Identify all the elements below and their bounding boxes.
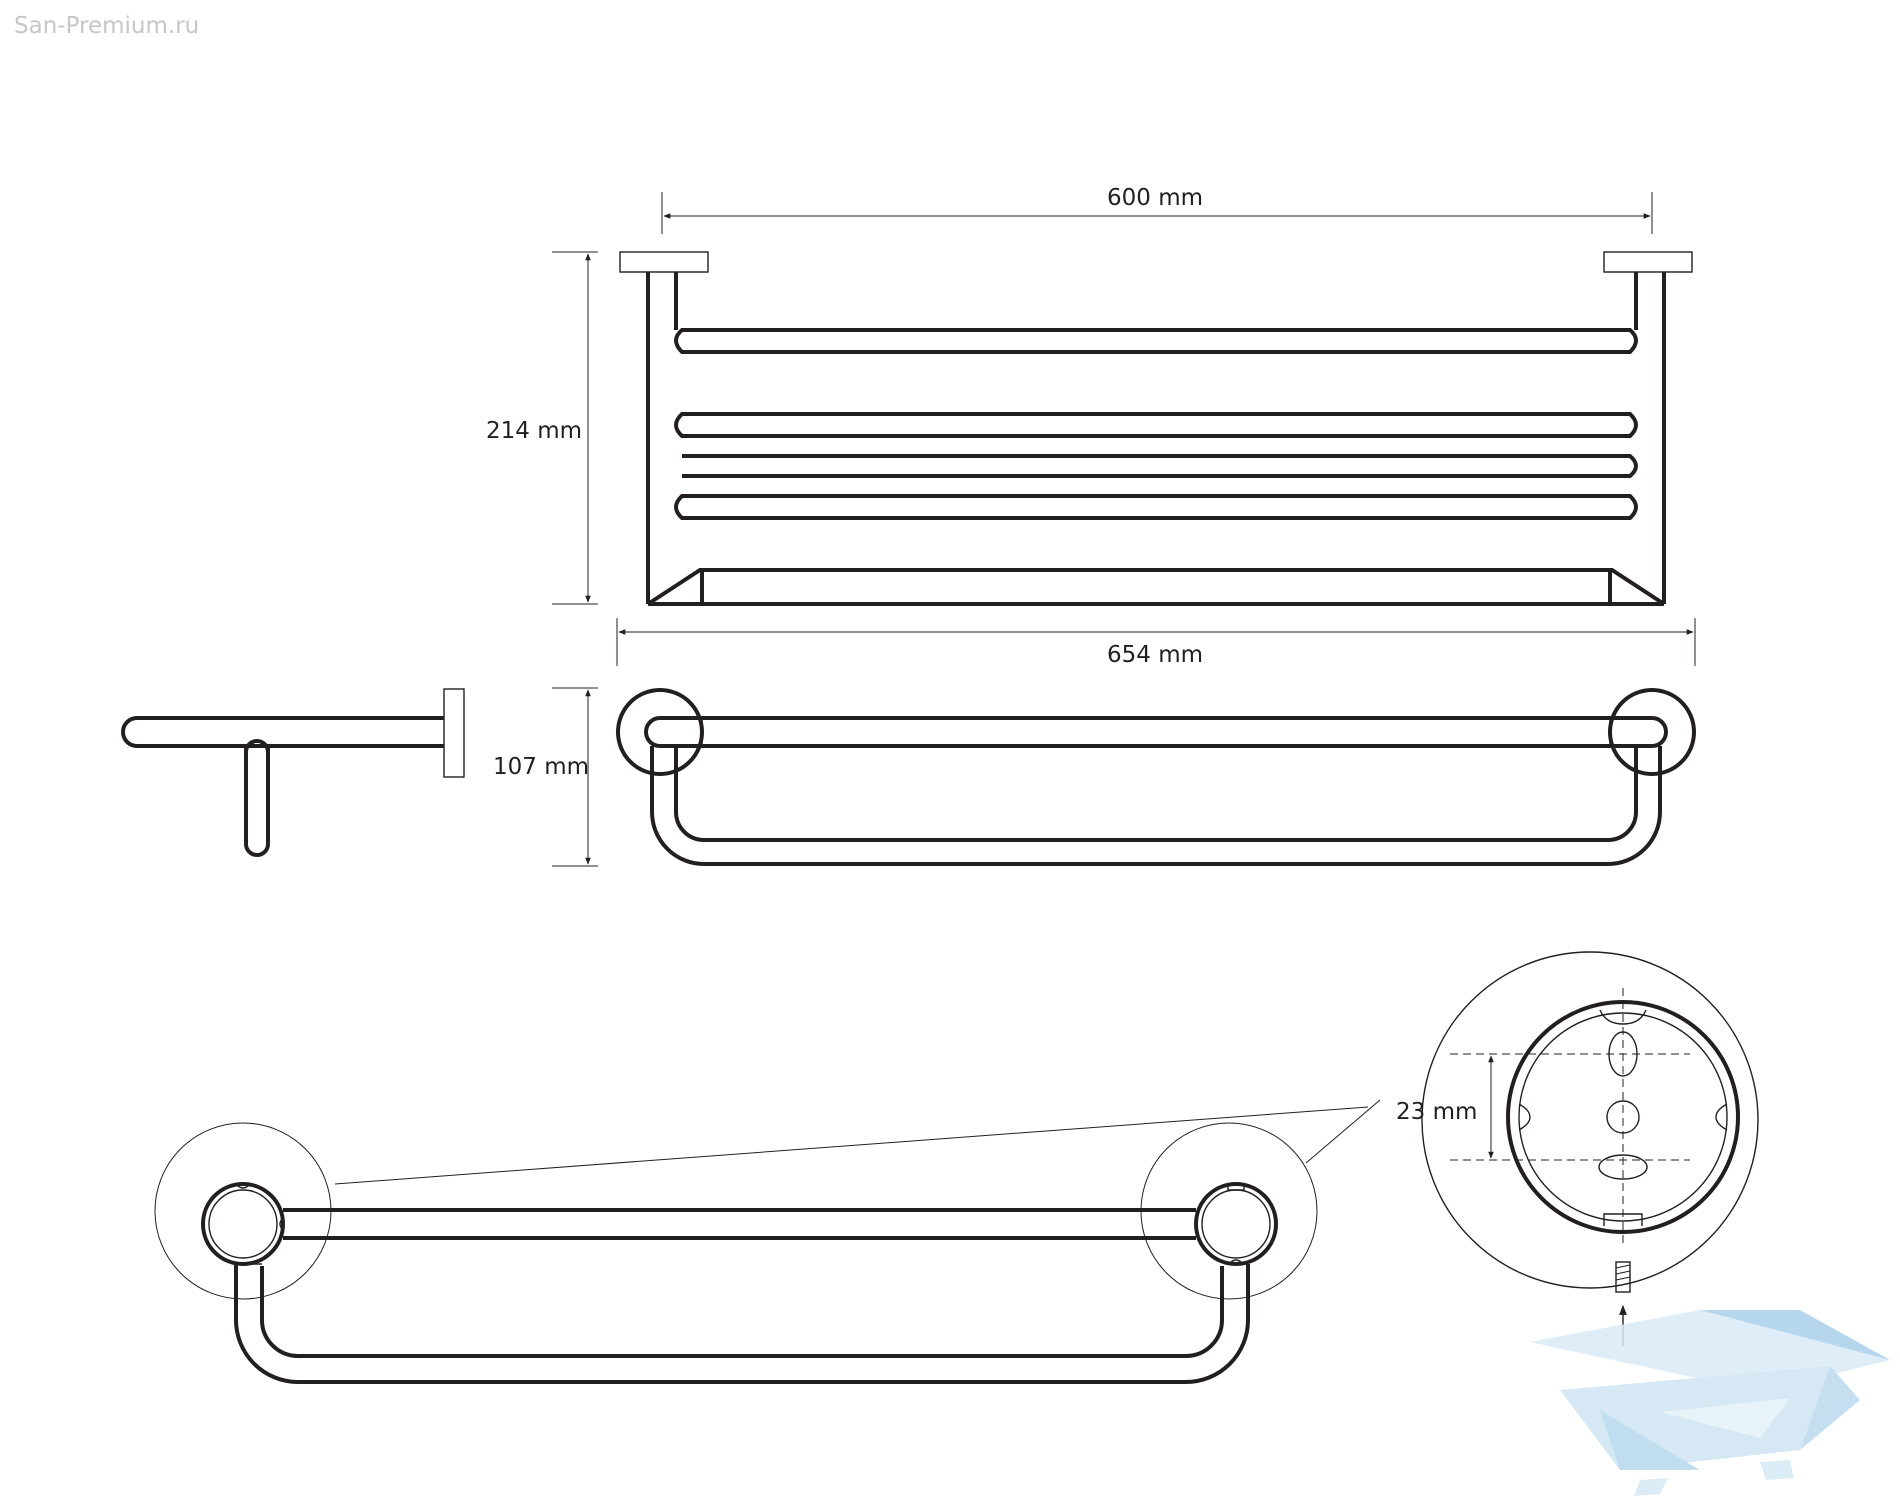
front-rail-2 bbox=[674, 412, 1638, 438]
detail-leader-2 bbox=[1305, 1099, 1381, 1164]
front-rail-1 bbox=[674, 328, 1638, 354]
bathtub-logo-icon bbox=[1530, 1310, 1890, 1496]
bottom-bar bbox=[283, 1208, 1196, 1240]
detail-lower-slot bbox=[1598, 1154, 1648, 1180]
front-left-post bbox=[646, 272, 678, 604]
front-right-post bbox=[1634, 272, 1666, 604]
front-left-mount-plate bbox=[619, 251, 709, 273]
dim-label-top-width: 600 mm bbox=[1107, 185, 1203, 211]
bottom-right-rosette bbox=[1194, 1182, 1278, 1266]
front-rail-4 bbox=[674, 494, 1638, 520]
top-u-loop bbox=[650, 746, 1662, 866]
bottom-u-loop bbox=[234, 1264, 1250, 1384]
top-view: 107 mm bbox=[493, 687, 1696, 867]
bottom-view bbox=[154, 1099, 1381, 1384]
front-bottom-tray bbox=[646, 568, 1666, 606]
side-mount-plate bbox=[443, 688, 465, 778]
detail-rosette-inner bbox=[1518, 1012, 1728, 1222]
dim-label-hole-spacing: 23 mm bbox=[1396, 1099, 1477, 1125]
side-vertical-leg bbox=[244, 739, 270, 857]
dim-label-overall-width: 654 mm bbox=[1107, 642, 1203, 668]
detail-magnifier-circle bbox=[1421, 951, 1759, 1289]
bottom-left-rosette bbox=[201, 1182, 285, 1266]
side-top-bar bbox=[121, 716, 444, 748]
top-right-rosette bbox=[1608, 688, 1696, 776]
front-view: 600 mm 214 mm 654 mm bbox=[486, 185, 1696, 668]
dim-label-depth: 107 mm bbox=[493, 754, 589, 780]
dim-label-height: 214 mm bbox=[486, 418, 582, 444]
watermark-text: San-Premium.ru bbox=[14, 13, 199, 39]
detail-view: 23 mm bbox=[1396, 951, 1759, 1346]
detail-leader-1 bbox=[334, 1106, 1369, 1185]
top-left-rosette bbox=[616, 688, 704, 776]
side-view bbox=[121, 688, 465, 857]
front-rail-3 bbox=[682, 454, 1638, 478]
top-bar bbox=[644, 716, 1668, 748]
front-right-mount-plate bbox=[1603, 251, 1693, 273]
detail-screw-icon bbox=[1615, 1261, 1631, 1293]
